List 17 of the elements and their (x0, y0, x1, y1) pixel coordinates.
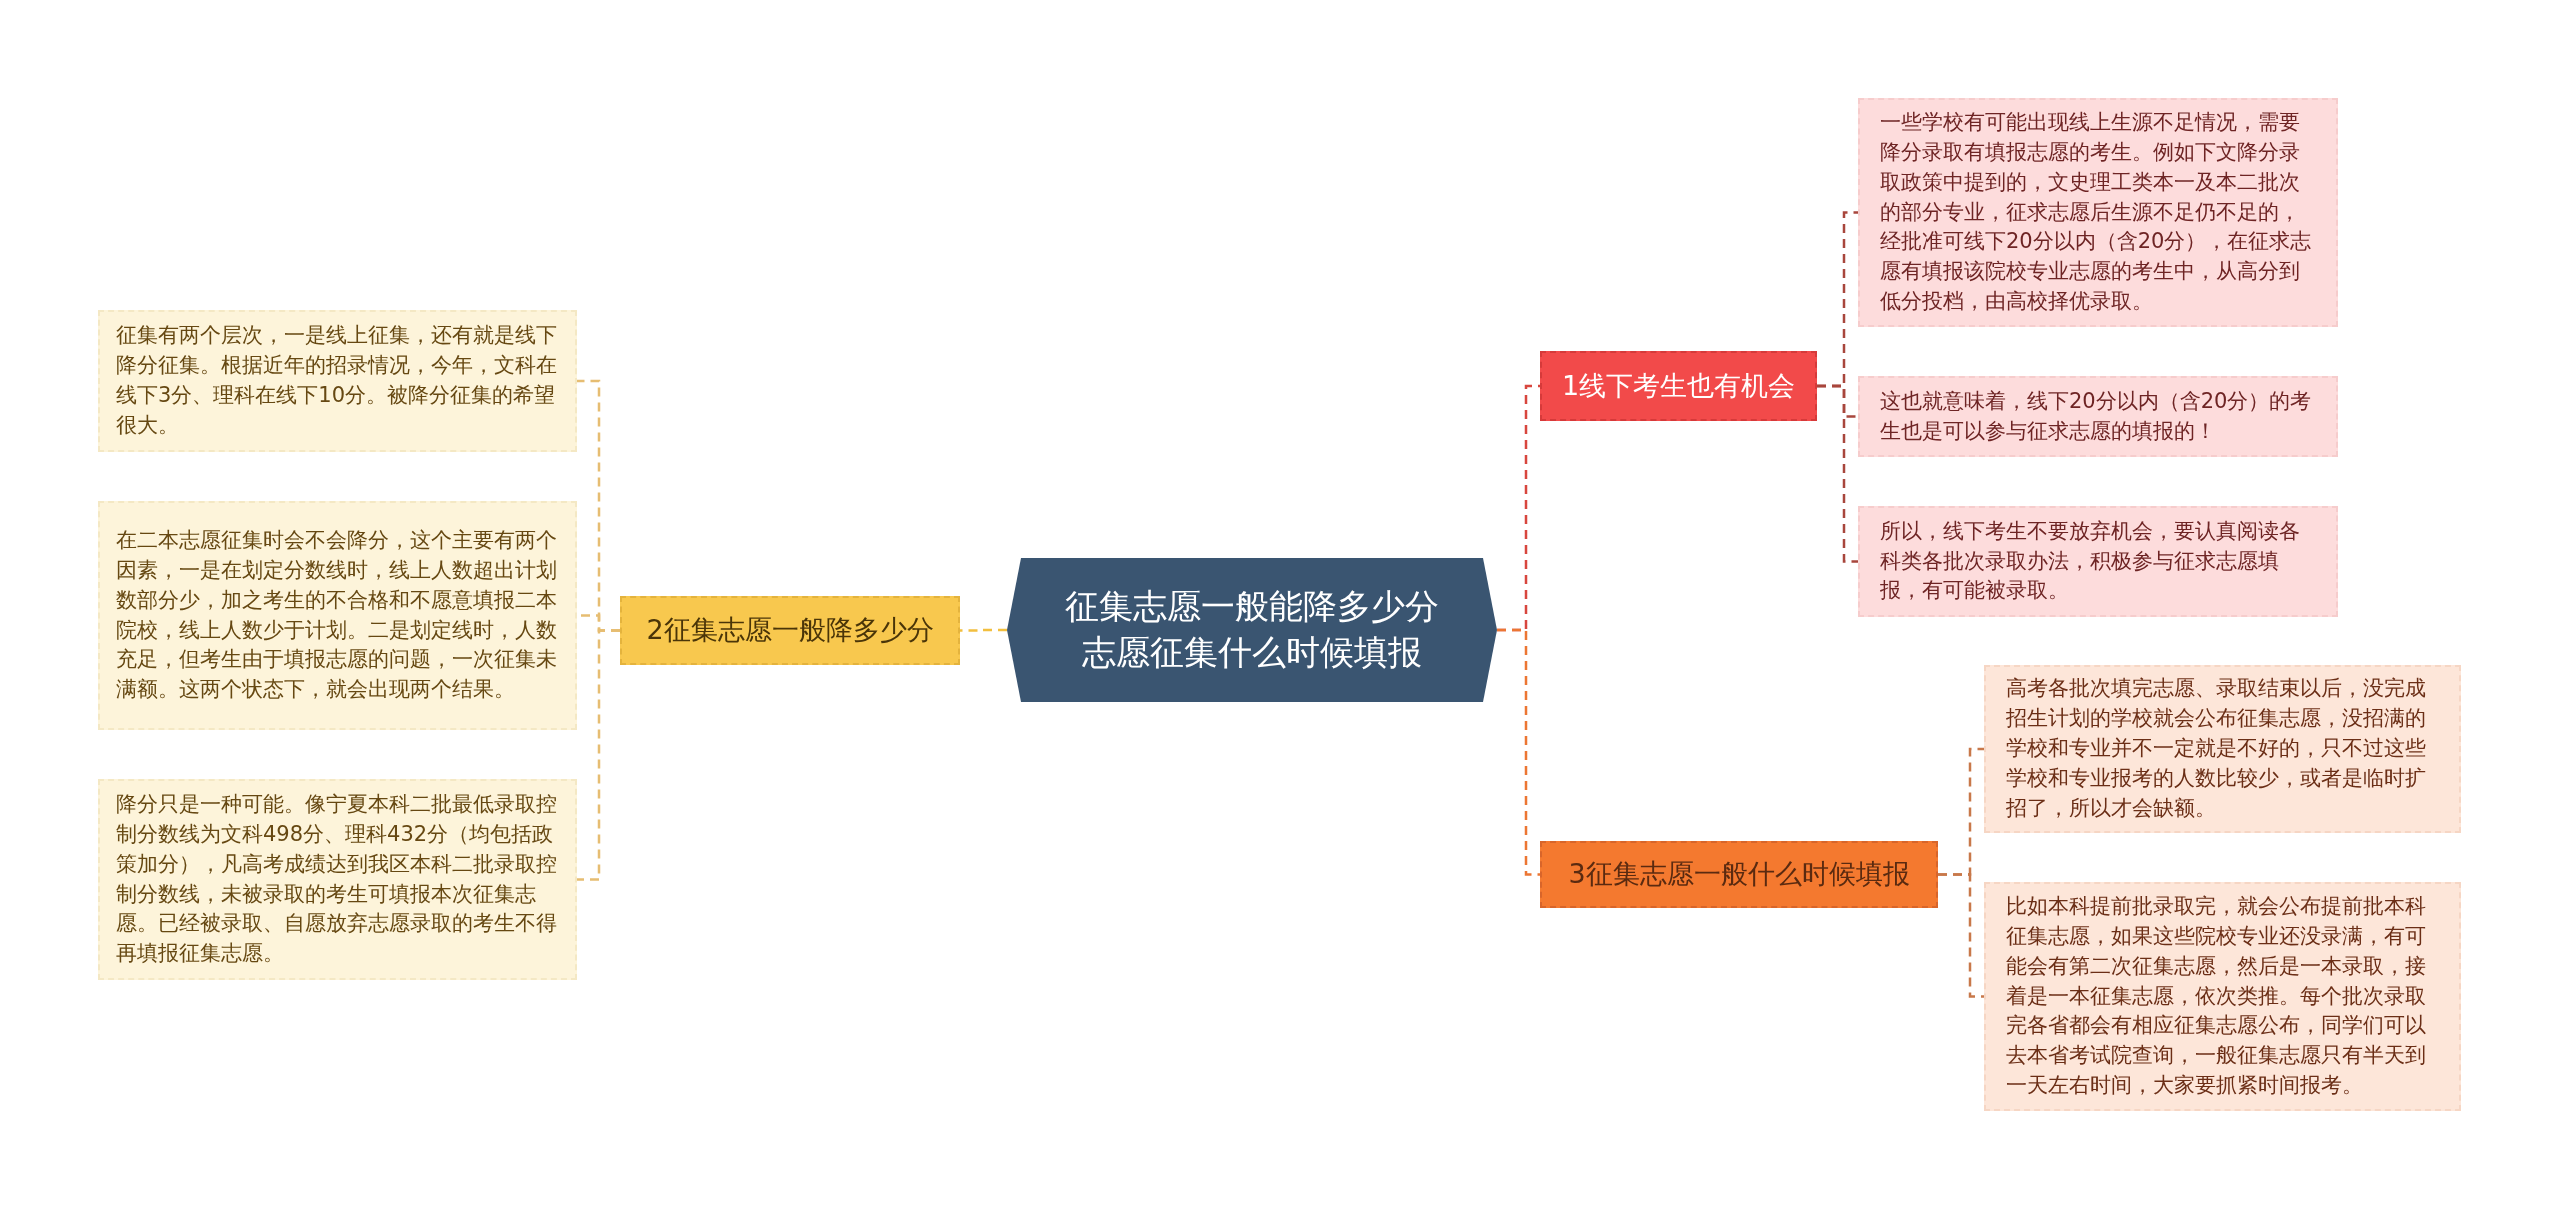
branch-box: 3征集志愿一般什么时候填报 (1540, 841, 1938, 908)
note-box: 高考各批次填完志愿、录取结束以后，没完成招生计划的学校就会公布征集志愿，没招满的学校和专业并不一定就是不好的，只不过这些学校和专业报考的人数比较少，或者是临时扩招了，所以才会缺额。 (1984, 665, 2461, 833)
note-box: 征集有两个层次，一是线上征集，还有就是线下降分征集。根据近年的招录情况，今年，文科在线下3分、理科在线下10分。被降分征集的希望很大。 (98, 310, 577, 452)
branch-box: 1线下考生也有机会 (1540, 351, 1817, 421)
central-topic: 征集志愿一般能降多少分志愿征集什么时候填报 (1007, 558, 1497, 702)
note-box: 在二本志愿征集时会不会降分，这个主要有两个因素，一是在划定分数线时，线上人数超出计划数部分少，加之考生的不合格和不愿意填报二本院校，线上人数少于计划。二是划定线时，人数充足，但考生由于填报志愿的问题，一次征集未满额。这两个状态下，就会出现两个结果。 (98, 501, 577, 730)
connector-line (1817, 384, 1858, 563)
note-box: 一些学校有可能出现线上生源不足情况，需要降分录取有填报志愿的考生。例如下文降分录取政策中提到的，文史理工类本一及本二批次的部分专业，征求志愿后生源不足仍不足的，经批准可线下20分以内（含20分），在征求志愿有填报该院校专业志愿的考生中，从高分到低分投档，由高校择优录取。 (1858, 98, 2338, 327)
note-box: 所以，线下考生不要放弃机会，要认真阅读各科类各批次录取办法，积极参与征求志愿填报，有可能被录取。 (1858, 506, 2338, 617)
connector-line (1497, 628, 1540, 876)
connector-line (577, 629, 620, 881)
connector-line (960, 628, 1007, 632)
note-box: 这也就意味着，线下20分以内（含20分）的考生也是可以参与征求志愿的填报的！ (1858, 376, 2338, 457)
branch-box: 2征集志愿一般降多少分 (620, 596, 960, 665)
connector-line (1938, 873, 1984, 998)
note-box: 比如本科提前批录取完，就会公布提前批本科征集志愿，如果这些院校专业还没录满，有可能会有第二次征集志愿，然后是一本录取，接着是一本征集志愿，依次类推。每个批次录取完各省都会有相应征集志愿公布，同学们可以去本省考试院查询，一般征集志愿只有半天到一天左右时间，大家要抓紧时间报考。 (1984, 882, 2461, 1111)
note-box: 降分只是一种可能。像宁夏本科二批最低录取控制分数线为文科498分、理科432分（均包括政策加分），凡高考成绩达到我区本科二批录取控制分数线，未被录取的考生可填报本次征集志愿。已经被录取、自愿放弃志愿录取的考生不得再填报征集志愿。 (98, 779, 577, 980)
